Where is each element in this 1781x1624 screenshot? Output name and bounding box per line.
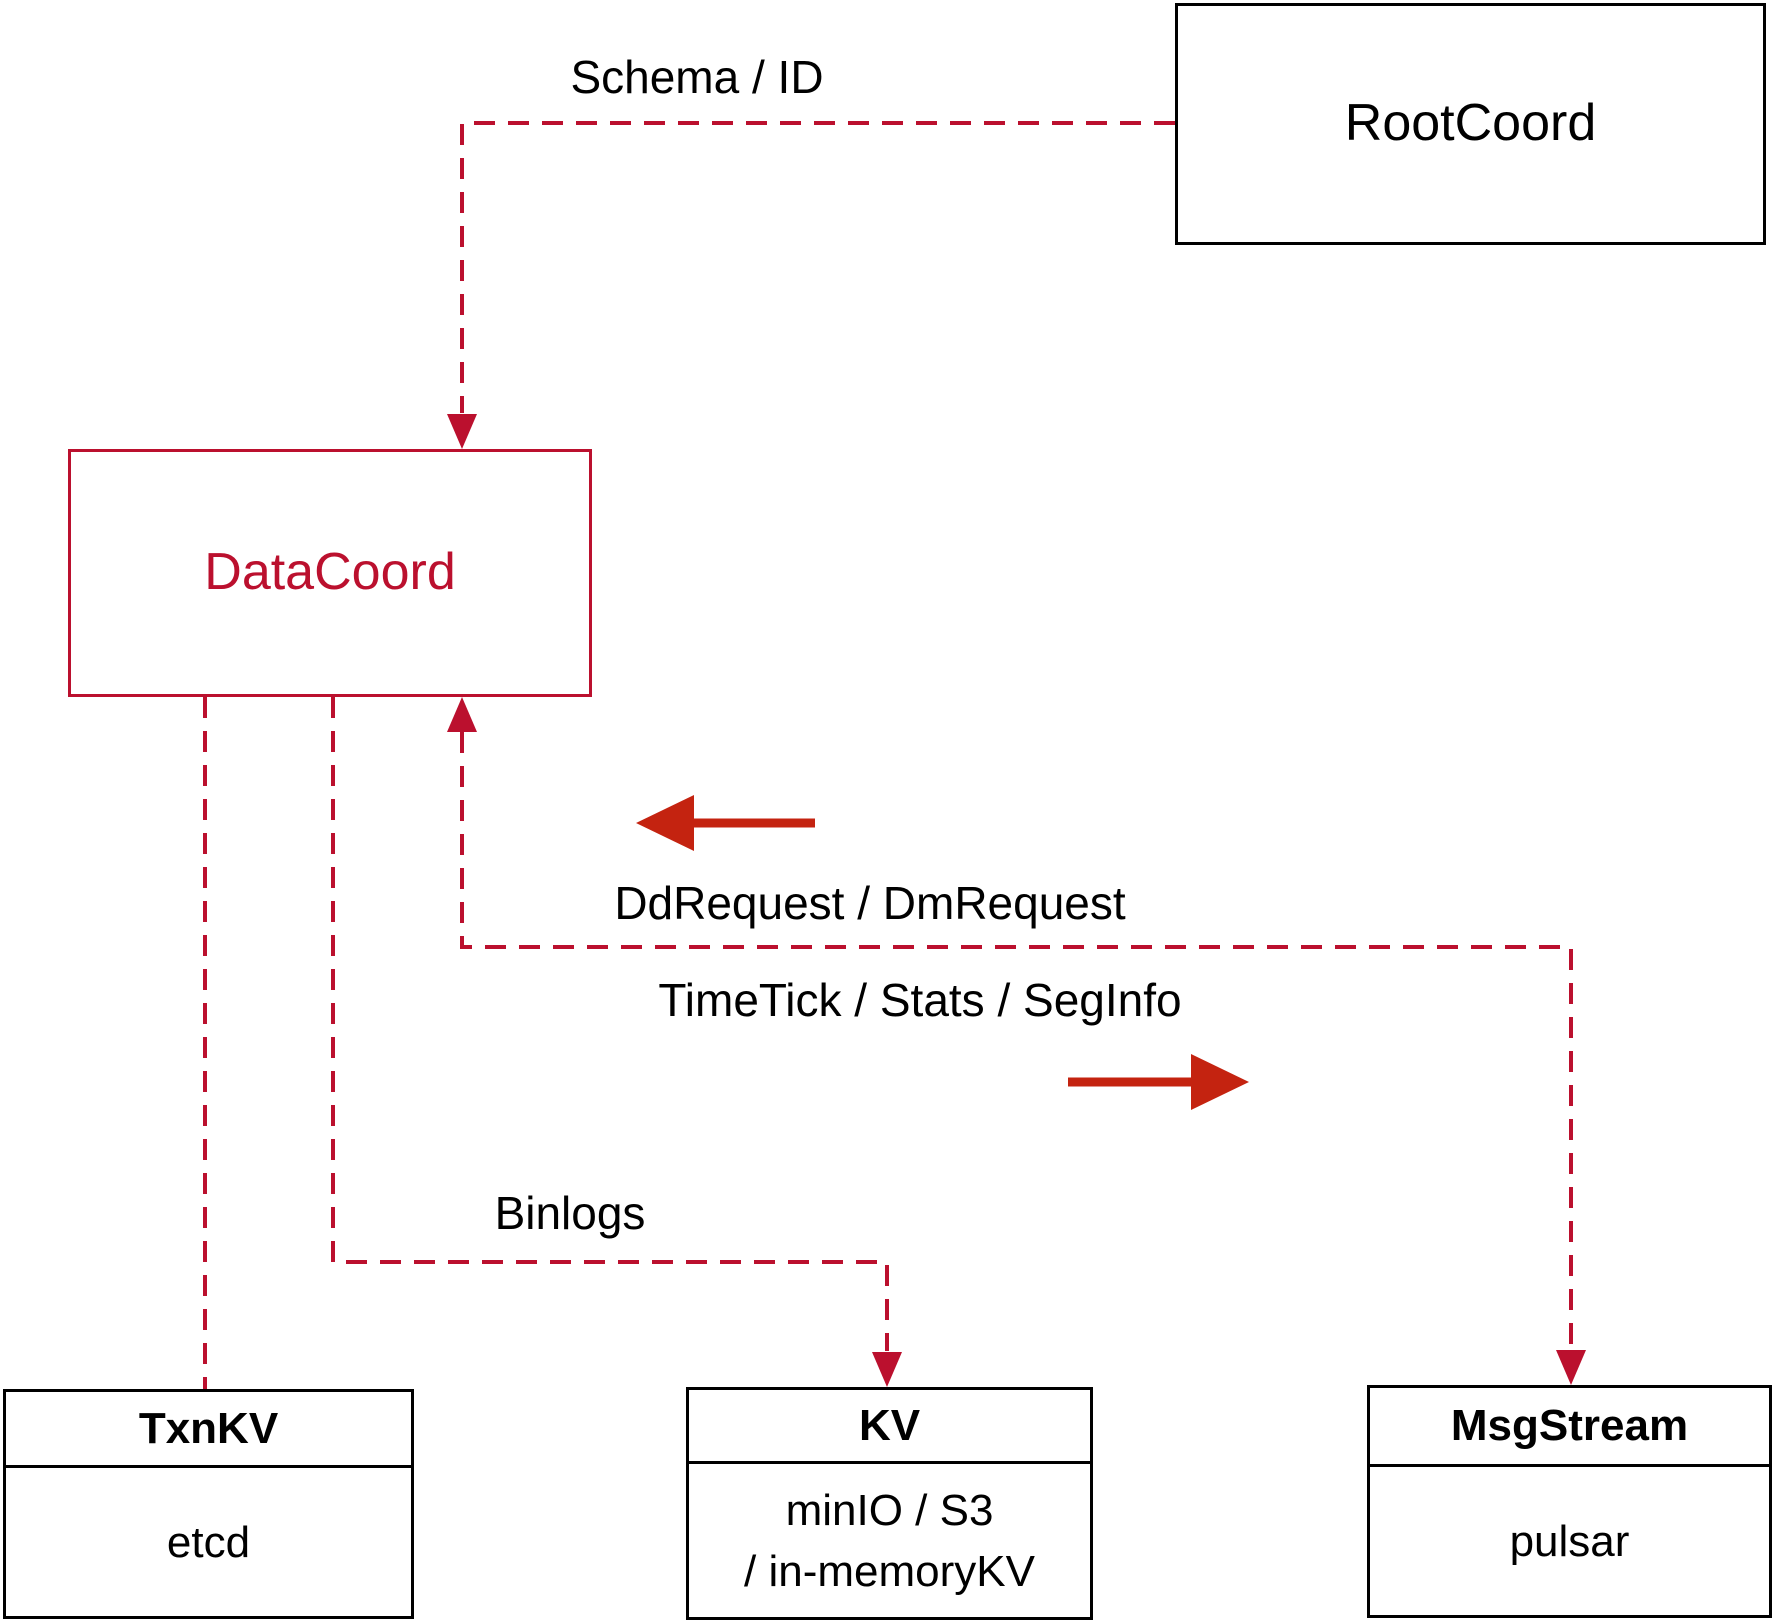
node-txnkv: TxnKV etcd: [3, 1389, 414, 1619]
msgstream-title: MsgStream: [1370, 1388, 1769, 1467]
txnkv-title: TxnKV: [6, 1392, 411, 1468]
kv-body-line1: minIO / S3: [785, 1485, 994, 1535]
datacoord-label: DataCoord: [204, 543, 456, 602]
flow-left-arrow-icon: [636, 795, 694, 851]
binlogs-arrowhead-icon: [872, 1352, 902, 1387]
msgstream-down-arrowhead-icon: [1556, 1350, 1586, 1385]
datacoord-up-arrowhead-icon: [447, 697, 477, 732]
node-msgstream: MsgStream pulsar: [1367, 1385, 1772, 1618]
node-rootcoord: RootCoord: [1175, 3, 1766, 245]
node-kv: KV minIO / S3 / in-memoryKV: [686, 1387, 1093, 1620]
txnkv-body: etcd: [166, 1517, 251, 1567]
msgstream-body: pulsar: [1509, 1516, 1630, 1566]
schema-id-arrowhead-icon: [447, 414, 477, 449]
edge-label-schema-id: Schema / ID: [570, 51, 824, 103]
edge-label-binlogs: Binlogs: [494, 1187, 646, 1239]
node-datacoord: DataCoord: [68, 449, 592, 697]
edge-label-ddrequest-dmrequest: DdRequest / DmRequest: [614, 877, 1126, 929]
flow-right-arrow-icon: [1191, 1054, 1249, 1110]
kv-body-line2: / in-memoryKV: [744, 1546, 1035, 1596]
kv-title: KV: [689, 1390, 1090, 1464]
edge-label-timetick-stats-seginfo: TimeTick / Stats / SegInfo: [658, 974, 1182, 1026]
schema-id-edge: [460, 121, 1175, 413]
rootcoord-label: RootCoord: [1344, 94, 1597, 153]
datacoord-msgstream-edge: [460, 732, 1573, 1349]
binlogs-edge: [331, 697, 889, 1351]
